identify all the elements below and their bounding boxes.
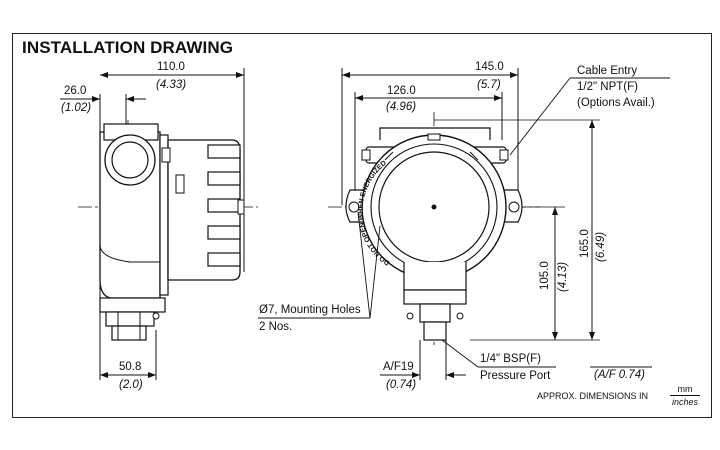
pressure-port-label: Pressure Port: [480, 370, 551, 382]
side-depth-in: (1.02): [61, 102, 92, 114]
cable-entry-thread: 1/2" NPT(F): [577, 81, 638, 93]
front-af-alt: (A/F 0.74): [594, 369, 645, 381]
front-af-in: (0.74): [386, 379, 417, 391]
front-view: [258, 68, 670, 380]
page-title: INSTALLATION DRAWING: [22, 38, 234, 57]
approx-dimensions-note: APPROX. DIMENSIONS IN: [537, 391, 649, 401]
side-base-in: (2.0): [119, 379, 143, 391]
unit-fraction: mm inches: [670, 384, 700, 407]
side-base-mm: 50.8: [119, 361, 142, 373]
front-center-height-mm: 105.0: [539, 261, 551, 290]
cable-entry-options: (Options Avail.): [577, 97, 655, 109]
front-center-height-in: (4.13): [557, 261, 569, 292]
side-depth-mm: 26.0: [64, 85, 87, 97]
mounting-holes-label: Ø7, Mounting Holes: [259, 304, 361, 316]
unit-inches: inches: [671, 397, 698, 407]
side-view: [60, 68, 258, 380]
front-inner-mm: 126.0: [387, 85, 416, 97]
unit-mm: mm: [670, 384, 700, 396]
front-width-in: (5.7): [477, 79, 501, 91]
pressure-port-thread: 1/4" BSP(F): [480, 353, 541, 365]
cable-entry-label: Cable Entry: [577, 65, 638, 77]
front-height-in: (6.49): [595, 231, 607, 262]
front-af-mm: A/F19: [383, 361, 414, 373]
side-width-in: (4.33): [156, 79, 187, 91]
front-inner-in: (4.96): [386, 101, 417, 113]
drawing-frame: [12, 33, 712, 418]
front-width-mm: 145.0: [475, 61, 504, 73]
side-width-mm: 110.0: [157, 61, 185, 73]
mounting-holes-count: 2 Nos.: [259, 321, 293, 333]
front-height-mm: 165.0: [579, 229, 591, 258]
